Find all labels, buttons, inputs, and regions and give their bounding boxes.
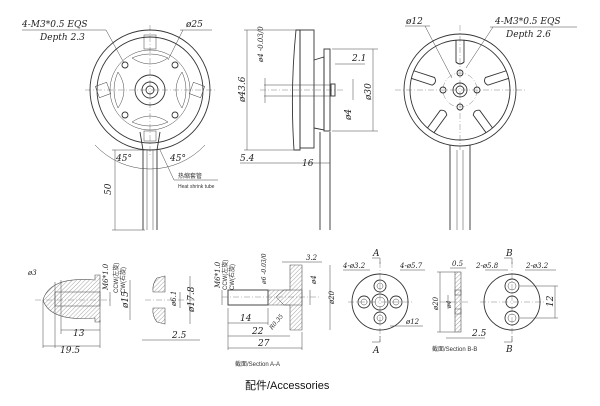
height-label: 16 <box>302 159 314 169</box>
adapter-cw-label: CW(右旋) <box>228 264 236 290</box>
washer: ø6.1 ø17.8 2.5 <box>142 275 200 341</box>
rear-view: ø12 4-M3*0.5 EQS Depth 2.6 <box>395 17 577 230</box>
disk-a-mark-top: A <box>372 249 380 259</box>
angle-right-label: 45° <box>169 154 186 164</box>
nut-cw-label: CW(右旋) <box>119 267 127 293</box>
front-view: 4-M3*0.5 EQS Depth 2.3 ø25 45° 45° 50 热缩… <box>21 20 218 231</box>
section-b: 0.5 ø20 ø4 2.5 截面/Section B-B <box>432 260 487 353</box>
offset-label: 5.4 <box>240 154 255 164</box>
nut-ccw-label: CCW(左旋) <box>112 263 120 293</box>
washer-thickness-label: 2.5 <box>171 331 187 341</box>
adapter-flange-thk: 3.2 <box>306 254 318 262</box>
heat-shrink-en: Heat shrink tube <box>178 184 215 190</box>
nut-diameter-label: ø15 <box>121 291 131 309</box>
disk-b: B B 2-ø5.8 2-ø3.2 12 <box>475 249 558 355</box>
nut-thread-label: M6*1.0 <box>102 263 110 291</box>
adapter-radius: R0.35 <box>268 313 286 332</box>
nut-total-length: 19.5 <box>60 346 80 356</box>
prop-adapter: M6*1.0 CCW(左旋) CW(右旋) ø6 -0.03/0 3.2 ø4 … <box>214 253 336 368</box>
shaft-diameter-label: ø4 <box>344 109 354 121</box>
section-b-dia: ø20 <box>432 296 440 311</box>
base-diameter-label: ø30 <box>364 83 374 101</box>
adapter-shaft-label: ø6 -0.03/0 <box>261 253 268 285</box>
shaft-length-label: 2.1 <box>351 54 366 64</box>
washer-inner-label: ø6.1 <box>170 291 178 307</box>
washer-outer-label: ø17.8 <box>187 286 197 313</box>
rear-thread-note: 4-M3*0.5 EQS <box>494 17 561 27</box>
disk-a: A A 4-ø3.2 4-ø5.7 ø12 <box>342 249 425 356</box>
angle-left-label: 45° <box>115 154 132 164</box>
cable-length-label: 50 <box>104 183 114 195</box>
side-view: ø43.6 ø4 -0.03/0 2.1 ø30 ø4 5.4 16 <box>238 26 378 230</box>
depth-note: Depth 2.3 <box>39 33 85 43</box>
section-b-thk: 0.5 <box>452 260 464 268</box>
adapter-ccw-label: CCW(左旋) <box>221 260 229 290</box>
nut-tip-label: ø3 <box>27 269 37 277</box>
disk-b-mark-bottom: B <box>505 345 513 355</box>
adapter-thread-label: M6*1.0 <box>214 261 222 289</box>
rear-depth-note: Depth 2.6 <box>505 30 551 40</box>
adapter-bore-label: ø4 <box>310 275 318 285</box>
disk-b-large-holes: 2-ø5.8 <box>475 262 499 270</box>
adapter-len1: 14 <box>240 314 252 324</box>
shaft-tolerance-label: ø4 -0.03/0 <box>257 26 265 63</box>
disk-a-mark-bottom: A <box>372 346 380 356</box>
section-b-label: 截面/Section B-B <box>432 345 477 353</box>
outer-diameter-label: ø43.6 <box>238 76 248 103</box>
rear-diameter-label: ø12 <box>405 17 423 27</box>
adapter-len3: 27 <box>257 339 270 349</box>
disk-a-large-holes: 4-ø5.7 <box>399 262 423 270</box>
section-b-bore: ø4 <box>446 300 453 309</box>
section-b-width: 2.5 <box>471 329 487 339</box>
nut-inner-length: 13 <box>73 329 85 339</box>
disk-b-mark-top: B <box>505 249 513 259</box>
accessories-title: 配件/Accessories <box>245 379 330 392</box>
disk-b-spacing: 12 <box>546 295 556 307</box>
adapter-flange-dia: ø20 <box>328 290 336 305</box>
heat-shrink-cn: 热缩套管 <box>178 172 202 180</box>
disk-a-small-holes: 4-ø3.2 <box>342 262 366 270</box>
prop-nut: ø3 M6*1.0 CCW(左旋) CW(右旋) ø15 13 19.5 <box>27 263 131 356</box>
disk-b-small-holes: 2-ø3.2 <box>525 262 549 270</box>
disk-a-center: ø12 <box>405 318 420 326</box>
adapter-len2: 22 <box>251 327 264 337</box>
thread-note: 4-M3*0.5 EQS <box>21 20 88 30</box>
section-a-label: 截面/Section A-A <box>235 360 280 368</box>
diameter-label: ø25 <box>185 20 203 30</box>
